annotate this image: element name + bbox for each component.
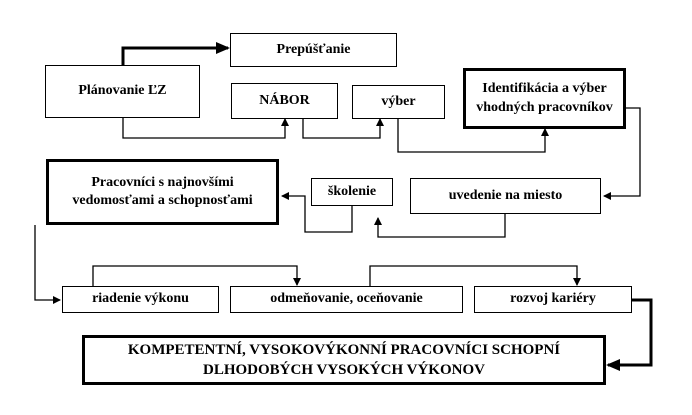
arrow-rozvoj-final: [606, 298, 653, 371]
pracovnici-line1: Pracovníci s najnovšími: [91, 174, 234, 190]
arrow-nabor-vyber: [302, 118, 384, 139]
box-skolenie: školenie: [311, 178, 393, 206]
box-final: KOMPETENTNÍ, VYSOKOVÝKONNÍ PRACOVNÍCI SC…: [82, 335, 606, 385]
final-line1: KOMPETENTNÍ, VYSOKOVÝKONNÍ PRACOVNÍCI SC…: [127, 341, 561, 358]
box-nabor: NÁBOR: [231, 83, 338, 119]
arrow-riadenie-odmenovanie: [92, 265, 301, 286]
arrow-planovanie-nabor: [122, 118, 289, 139]
rozvoj-label: rozvoj kariéry: [510, 291, 596, 307]
arrow-skolenie-pracovnici: [281, 192, 353, 233]
box-prepustanie: Prepúšťanie: [230, 33, 397, 67]
nabor-label: NÁBOR: [259, 92, 310, 108]
identifikacia-line2: vhodných pracovníkov: [476, 99, 613, 115]
planovanie-label: Plánovanie ĽZ: [78, 83, 167, 99]
arrow-identifikacia-uvedenie: [603, 107, 641, 200]
box-pracovnici: Pracovníci s najnovšími vedomosťami a sc…: [46, 159, 279, 225]
box-odmenovanie: odmeňovanie, oceňovanie: [230, 286, 463, 313]
uvedenie-label: uvedenie na miesto: [448, 187, 563, 203]
box-vyber: výber: [352, 85, 445, 119]
prepustanie-label: Prepúšťanie: [276, 41, 351, 57]
arrow-odmenovanie-rozvoj: [369, 265, 581, 286]
vyber-label: výber: [381, 93, 416, 109]
box-identifikacia: Identifikácia a výber vhodných pracovník…: [463, 68, 626, 129]
arrow-planovanie-prepustanie: [121, 42, 230, 65]
identifikacia-line1: Identifikácia a výber: [482, 81, 607, 97]
box-rozvoj: rozvoj kariéry: [474, 286, 632, 313]
arrow-uvedenie-skolenie: [374, 214, 506, 238]
box-riadenie: riadenie výkonu: [62, 286, 219, 313]
box-uvedenie: uvedenie na miesto: [410, 178, 601, 214]
arrow-pracovnici-riadenie: [34, 225, 61, 304]
box-planovanie: Plánovanie ĽZ: [45, 65, 200, 118]
pracovnici-line2: vedomosťami a schopnosťami: [72, 193, 253, 208]
arrow-vyber-identifikacia: [397, 119, 549, 153]
odmenovanie-label: odmeňovanie, oceňovanie: [270, 291, 423, 307]
skolenie-label: školenie: [327, 183, 377, 199]
riadenie-label: riadenie výkonu: [92, 291, 189, 307]
final-line2: DLHODOBÝCH VYSOKÝCH VÝKONOV: [203, 362, 485, 378]
